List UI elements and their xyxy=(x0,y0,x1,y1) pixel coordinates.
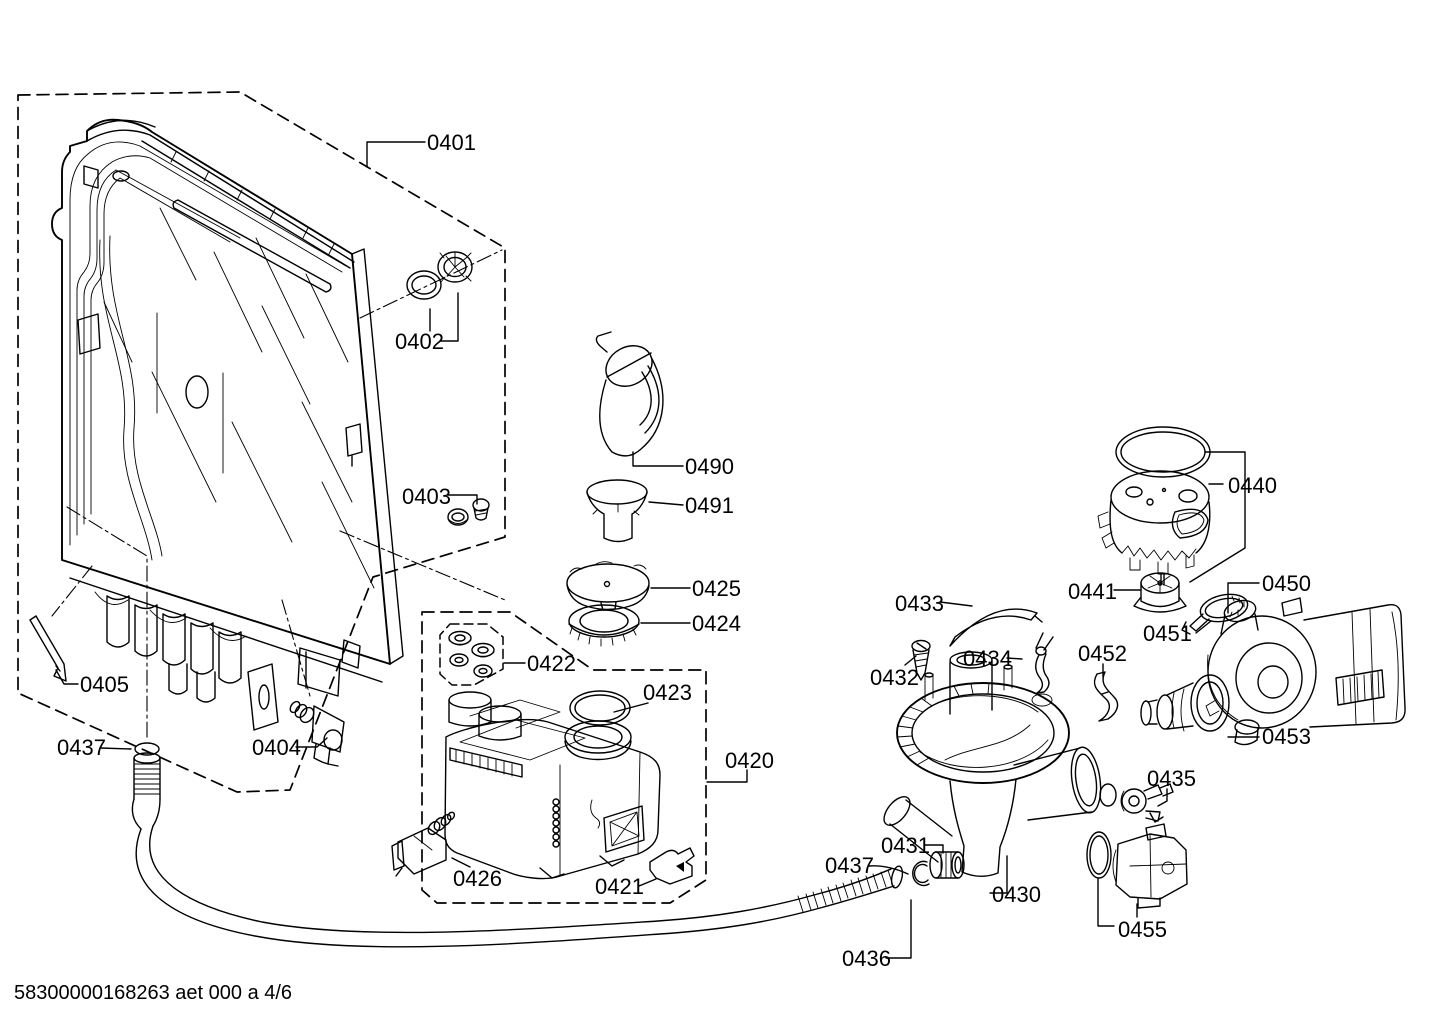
dashed-boundary-boxes xyxy=(17,91,707,904)
part-label-0437-door: 0437 xyxy=(57,735,106,760)
part-0405-drawing xyxy=(29,615,67,682)
part-label-0405: 0405 xyxy=(80,672,129,697)
leader-lines xyxy=(55,141,1260,959)
part-0435-drawing xyxy=(1099,783,1174,823)
part-label-0490: 0490 xyxy=(685,454,734,479)
part-label-0403: 0403 xyxy=(402,484,451,509)
part-0450-drawing xyxy=(1205,597,1406,746)
part-0491-drawing xyxy=(586,479,648,543)
part-0437-door-hose-drawing xyxy=(131,742,161,830)
part-label-0404: 0404 xyxy=(252,735,301,760)
part-label-0431: 0431 xyxy=(881,833,930,858)
part-label-0451: 0451 xyxy=(1143,621,1192,646)
part-label-0401: 0401 xyxy=(427,130,476,155)
part-0455-drawing xyxy=(1086,823,1188,909)
part-labels: 0401 0402 0403 0405 0437 0404 0490 0491 … xyxy=(57,130,1311,971)
group-box-0420 xyxy=(421,611,707,904)
part-0425-drawing xyxy=(566,561,650,611)
part-label-0441: 0441 xyxy=(1068,579,1117,604)
group-box-0401 xyxy=(17,91,506,793)
part-0421-drawing xyxy=(649,847,695,885)
part-0452-drawing xyxy=(1093,671,1119,722)
part-label-0452: 0452 xyxy=(1078,641,1127,666)
part-0434-drawing xyxy=(1035,632,1054,694)
part-0431-drawing xyxy=(929,851,965,879)
part-label-0437-drain: 0437 xyxy=(825,853,874,878)
door-panel-drawing xyxy=(51,118,404,731)
part-0403-drawing xyxy=(447,498,490,526)
part-0453-drawing xyxy=(1140,674,1230,732)
part-label-0440: 0440 xyxy=(1228,473,1277,498)
part-label-0491: 0491 xyxy=(685,493,734,518)
part-0402-drawing xyxy=(406,251,473,300)
part-0426-drawing xyxy=(391,811,456,877)
part-0424-drawing xyxy=(568,604,640,647)
part-0441-drawing xyxy=(1133,572,1187,613)
part-0490-drawing xyxy=(595,331,664,457)
part-label-0435: 0435 xyxy=(1147,766,1196,791)
part-label-0423: 0423 xyxy=(643,680,692,705)
part-label-0422: 0422 xyxy=(527,651,576,676)
part-0432-drawing xyxy=(911,639,931,681)
part-0430-sump-drawing xyxy=(883,651,1102,877)
softener-tank-drawing xyxy=(444,691,661,880)
part-label-0432: 0432 xyxy=(870,665,919,690)
part-label-0426: 0426 xyxy=(453,866,502,891)
part-0433-drawing xyxy=(949,608,1043,647)
part-label-0402: 0402 xyxy=(395,329,444,354)
document-number-footer: 58300000168263 aet 000 a 4/6 xyxy=(14,982,292,1004)
part-label-0433: 0433 xyxy=(895,591,944,616)
part-label-0453: 0453 xyxy=(1262,724,1311,749)
part-label-0424: 0424 xyxy=(692,611,741,636)
part-label-0455: 0455 xyxy=(1118,917,1167,942)
part-0436-hose-drawing xyxy=(135,825,904,948)
part-label-0434: 0434 xyxy=(963,646,1012,671)
part-0451-drawing xyxy=(1181,593,1249,635)
part-0422-drawing xyxy=(448,630,495,678)
group-box-0422 xyxy=(439,623,504,686)
part-label-0450: 0450 xyxy=(1262,571,1311,596)
part-0440-drawing xyxy=(1097,426,1211,586)
part-0404-drawing xyxy=(289,700,345,767)
part-label-0436: 0436 xyxy=(842,946,891,971)
part-label-0425: 0425 xyxy=(692,576,741,601)
part-label-0421: 0421 xyxy=(595,874,644,899)
part-0423-drawing xyxy=(569,690,631,726)
part-label-0430: 0430 xyxy=(992,882,1041,907)
part-label-0420: 0420 xyxy=(725,748,774,773)
part-0437-drain-ring-drawing xyxy=(912,860,930,887)
